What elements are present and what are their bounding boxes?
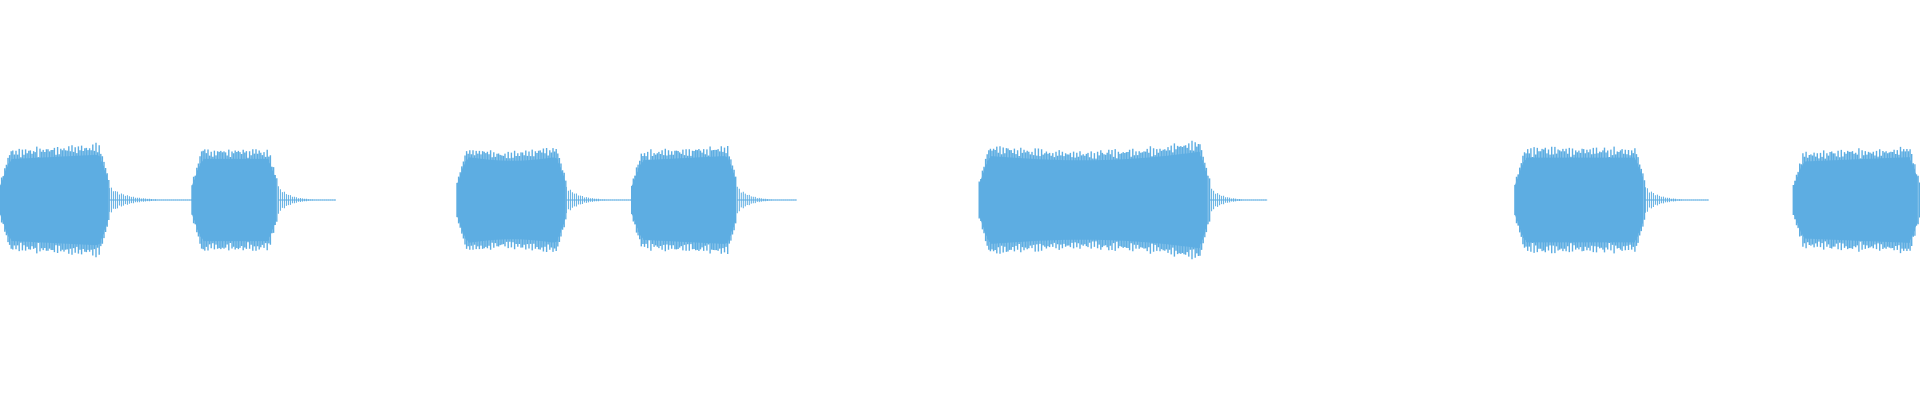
- waveform-segment-body: [457, 157, 565, 243]
- waveform-bars: [0, 140, 1920, 260]
- waveform-segment-body: [1514, 157, 1643, 243]
- waveform-segment-body: [0, 154, 108, 246]
- waveform-segment-body: [631, 156, 736, 244]
- waveform-segment-body: [1793, 157, 1918, 243]
- waveform-segment-body: [192, 158, 276, 242]
- waveform-segment-body: [979, 151, 1208, 249]
